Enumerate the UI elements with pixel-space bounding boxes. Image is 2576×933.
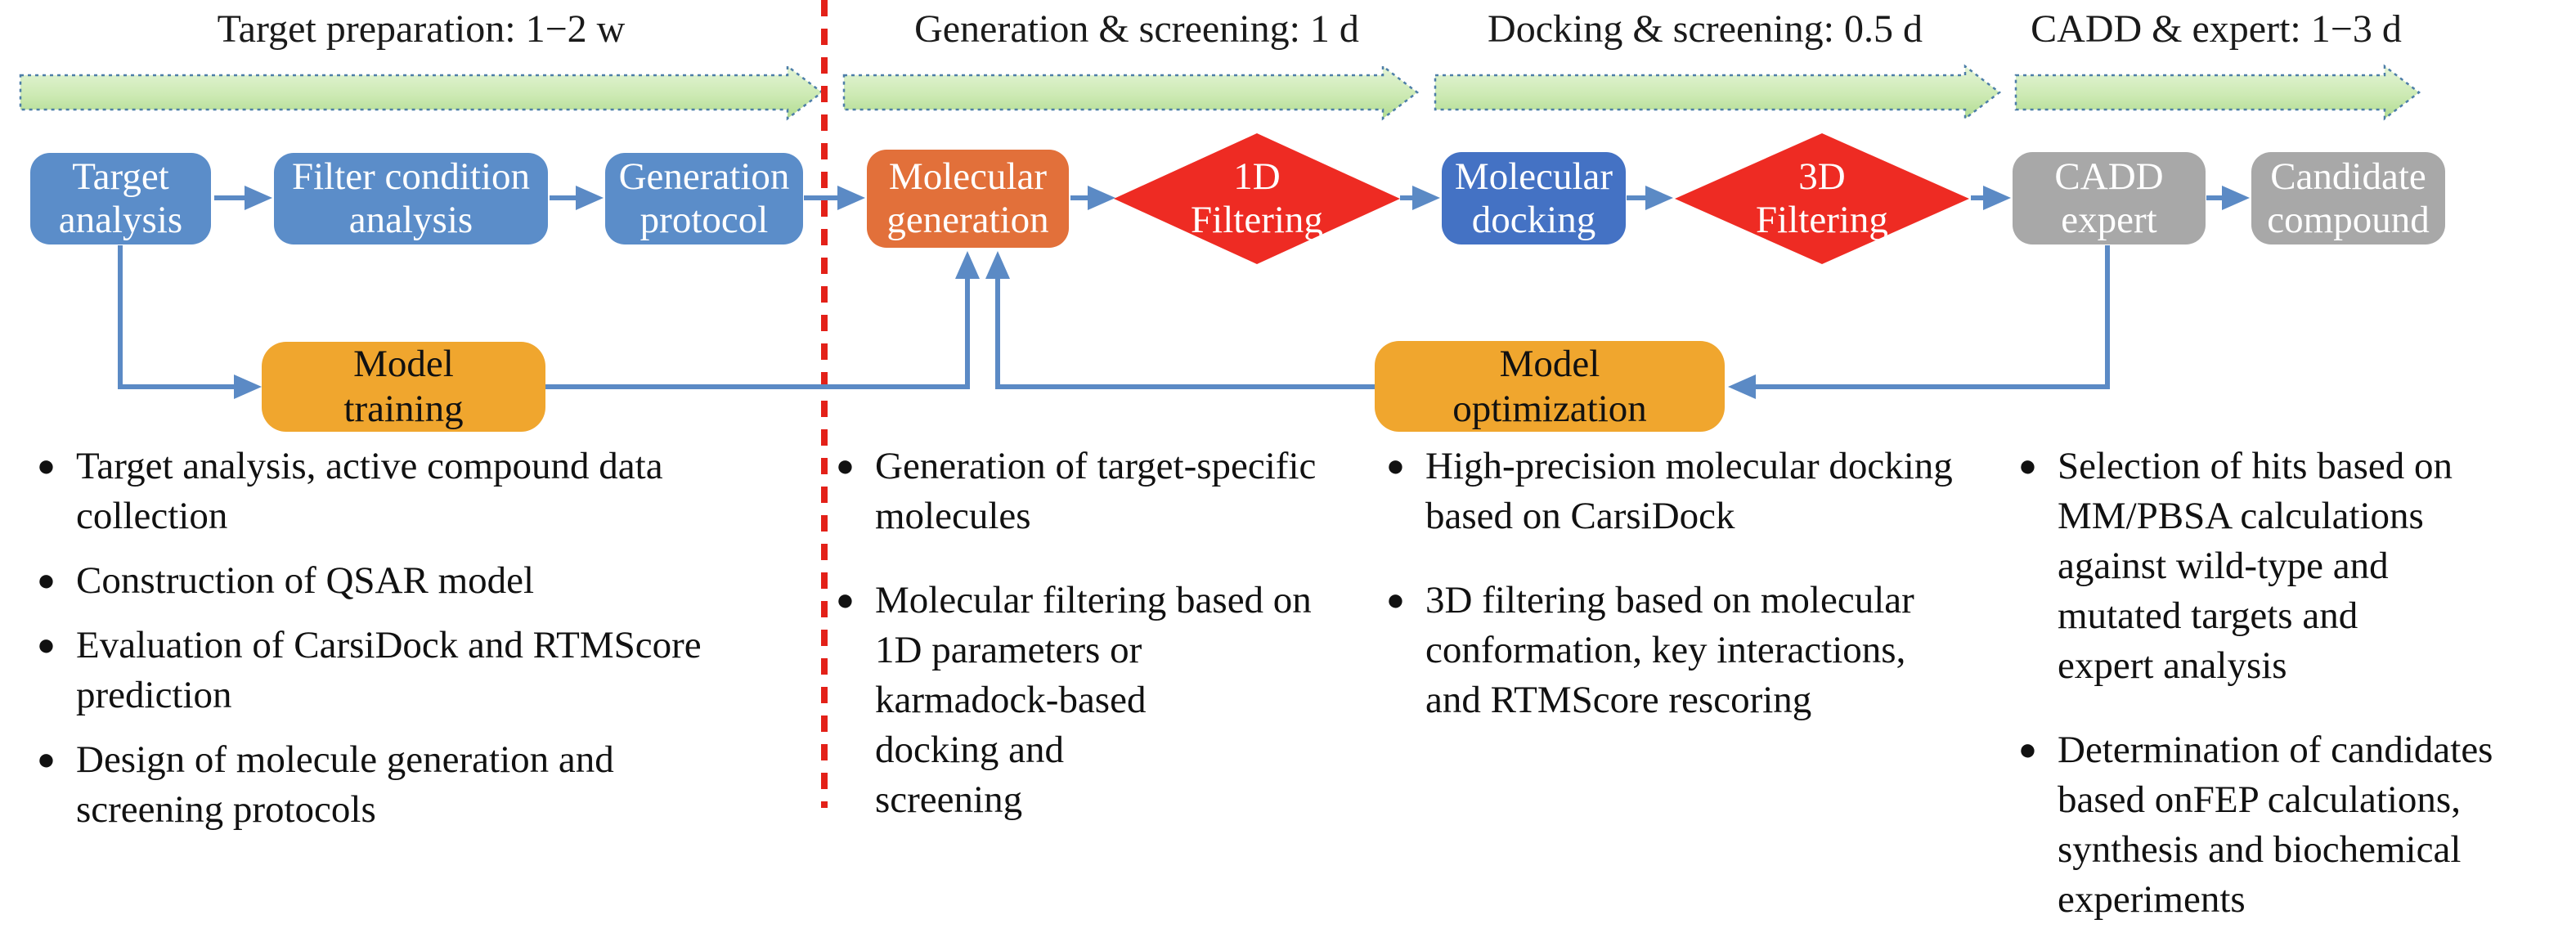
bullet-icon: ● [2018,449,2037,483]
node-filter-condition-analysis: Filter condition analysis [274,153,548,244]
node-model-training: Model training [262,342,545,432]
phase-header-generation-screening: Generation & screening: 1 d [914,7,1359,51]
phase-header-cadd-expert: CADD & expert: 1−3 d [2031,7,2402,51]
list-item: ● Design of molecule generation and scre… [37,735,822,835]
flow-connectors [118,186,2250,399]
bullet-icon: ● [37,563,56,598]
bullet-icon: ● [37,449,56,483]
node-model-optimization: Model optimization [1375,341,1725,432]
node-cadd-expert: CADD expert [2013,152,2206,244]
list-item: ● Construction of QSAR model [37,556,822,606]
node-molecular-docking: Molecular docking [1442,152,1626,244]
node-target-analysis: Target analysis [30,153,211,244]
list-item: ● Generation of target-specific molecule… [836,442,1376,541]
bullet-icon: ● [37,742,56,777]
list-item: ● Molecular filtering based on 1D parame… [836,576,1376,825]
timeline-arrow-generation-screening [842,64,1420,121]
node-molecular-generation: Molecular generation [867,150,1069,248]
bullet-icon: ● [37,628,56,662]
bullet-column-docking-screening: ● High-precision molecular docking based… [1386,442,2008,760]
bullet-column-generation-screening: ● Generation of target-specific molecule… [836,442,1376,859]
list-item: ● Determination of candidates based onFE… [2018,725,2574,925]
list-item: ● Target analysis, active compound data … [37,442,822,541]
timeline-arrow-cadd-expert [2014,64,2421,121]
timeline-arrow-target-preparation [19,64,824,121]
phase-header-target-preparation: Target preparation: 1−2 w [217,7,626,51]
bullet-icon: ● [1386,583,1405,617]
list-item: ● High-precision molecular docking based… [1386,442,2008,541]
bullet-icon: ● [836,449,855,483]
timeline-arrow-docking-screening [1434,64,2002,121]
bullet-column-cadd-expert: ● Selection of hits based on MM/PBSA cal… [2018,442,2574,933]
node-generation-protocol: Generation protocol [605,153,803,244]
bullet-column-target-preparation: ● Target analysis, active compound data … [37,442,822,850]
node-candidate-compound: Candidate compound [2251,152,2445,244]
bullet-icon: ● [2018,733,2037,767]
bullet-icon: ● [1386,449,1405,483]
list-item: ● 3D filtering based on molecular confor… [1386,576,2008,725]
list-item: ● Selection of hits based on MM/PBSA cal… [2018,442,2574,691]
phase-header-docking-screening: Docking & screening: 0.5 d [1488,7,1923,51]
list-item: ● Evaluation of CarsiDock and RTMScore p… [37,621,822,720]
bullet-icon: ● [836,583,855,617]
